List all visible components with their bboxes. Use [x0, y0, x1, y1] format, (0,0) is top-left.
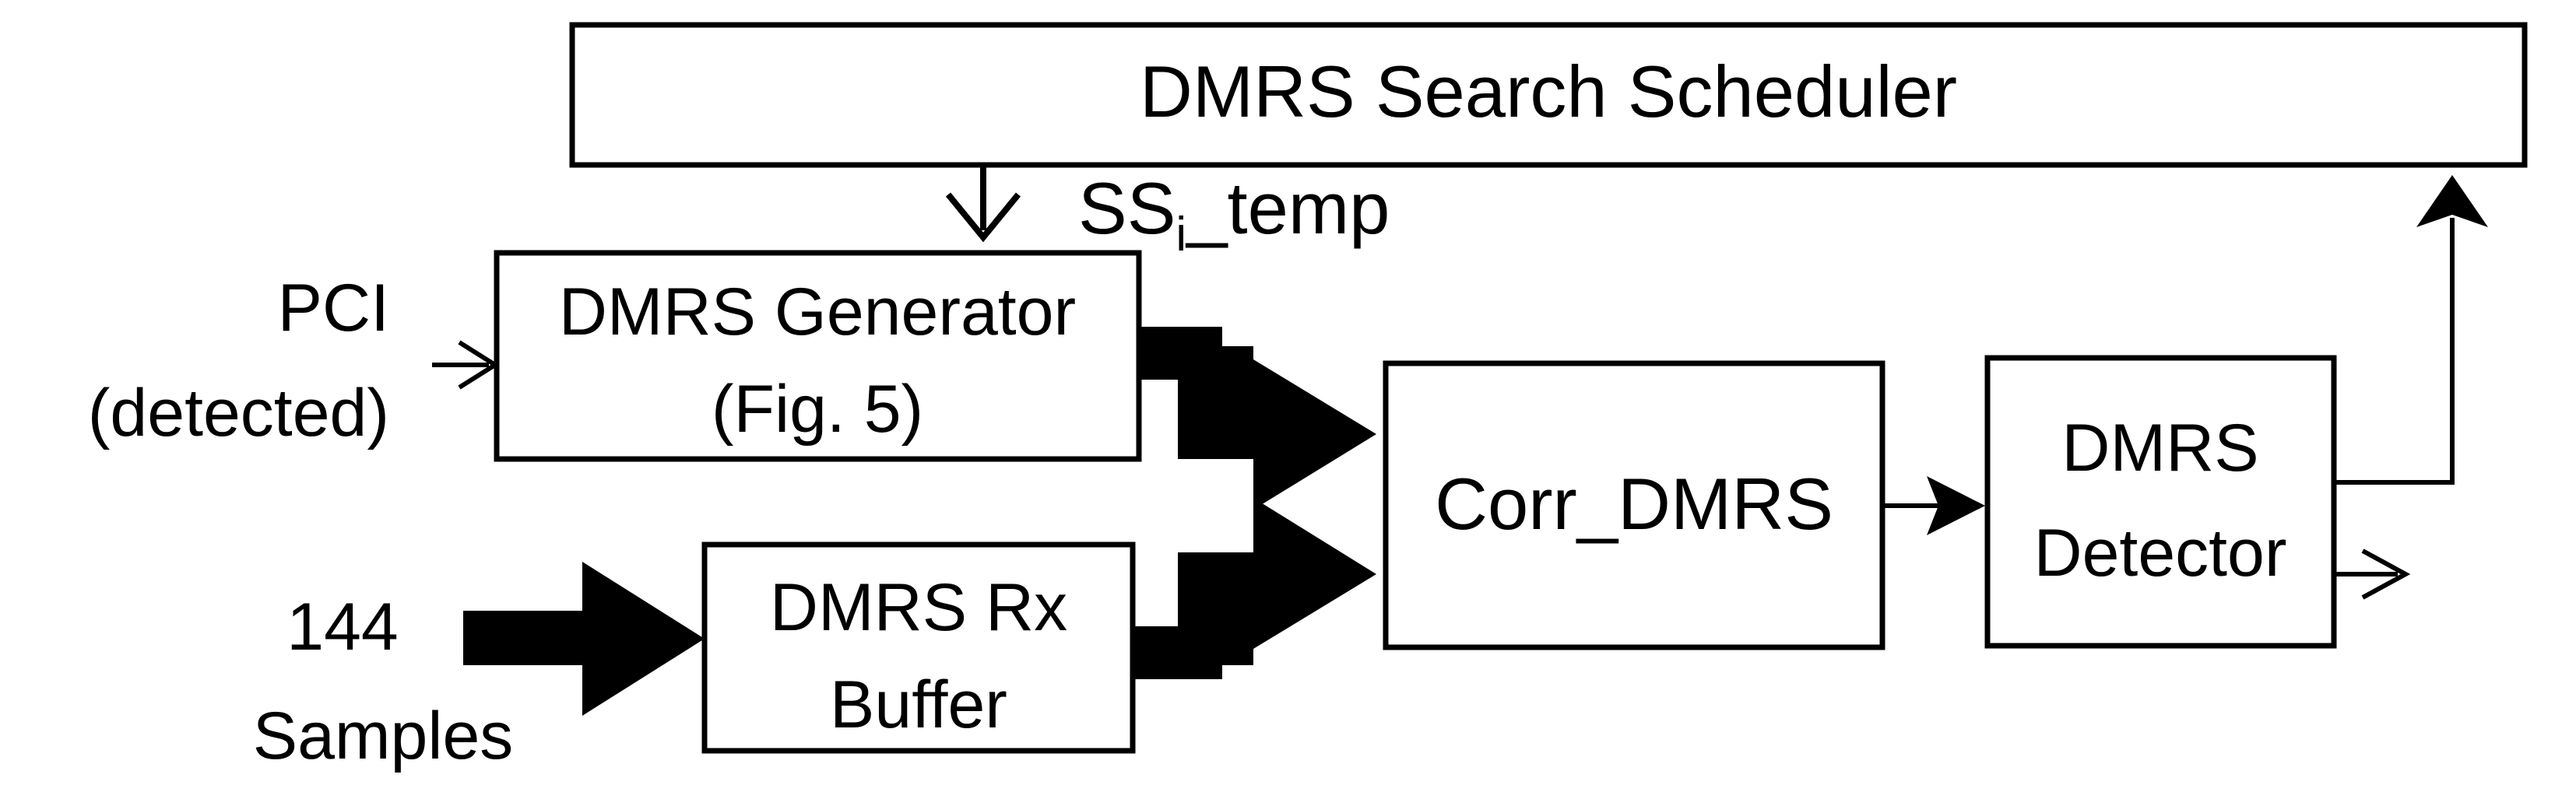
scheduler-block: DMRS Search Scheduler [569, 22, 2528, 168]
pci-label: PCI [278, 271, 389, 345]
correlator-to-detector-arrow [1882, 476, 1985, 535]
generator-block: DMRS Generator (Fig. 5) [494, 250, 1142, 462]
correlator-label: Corr_DMRS [1435, 463, 1833, 545]
correlator-block: Corr_DMRS [1383, 360, 1885, 650]
samples-count-label: 144 [286, 590, 399, 664]
rx-buffer-label: DMRS Rx [770, 570, 1067, 645]
ss-temp-base: SS [1078, 167, 1176, 249]
generator-fig-label: (Fig. 5) [712, 372, 923, 447]
scheduler-label: DMRS Search Scheduler [1140, 51, 1957, 132]
generator-label: DMRS Generator [559, 275, 1076, 349]
ss-temp-suffix: _temp [1185, 167, 1390, 249]
samples-input: 144 Samples [253, 562, 705, 773]
scheduler-to-generator-arrow [945, 165, 1021, 243]
samples-wide-arrow [463, 562, 705, 716]
detector-block: DMRS Detector [1984, 355, 2337, 649]
detector-output-arrow [2334, 548, 2411, 600]
detector-to-scheduler-arrow [2334, 175, 2488, 485]
ss-temp-subscript: i [1176, 208, 1186, 261]
ss-temp-label: SSi_temp [1078, 167, 1390, 261]
samples-label: Samples [253, 699, 514, 773]
detector-label: DMRS [2061, 411, 2258, 485]
rxbuffer-to-correlator-bus [1133, 498, 1376, 679]
pci-input: PCI (detected) [88, 271, 500, 450]
pci-detected-label: (detected) [88, 376, 389, 450]
generator-to-correlator-bus [1139, 327, 1376, 510]
rx-buffer-label-2: Buffer [830, 668, 1007, 742]
detector-label-2: Detector [2033, 516, 2286, 590]
rx-buffer-block: DMRS Rx Buffer [701, 541, 1136, 754]
